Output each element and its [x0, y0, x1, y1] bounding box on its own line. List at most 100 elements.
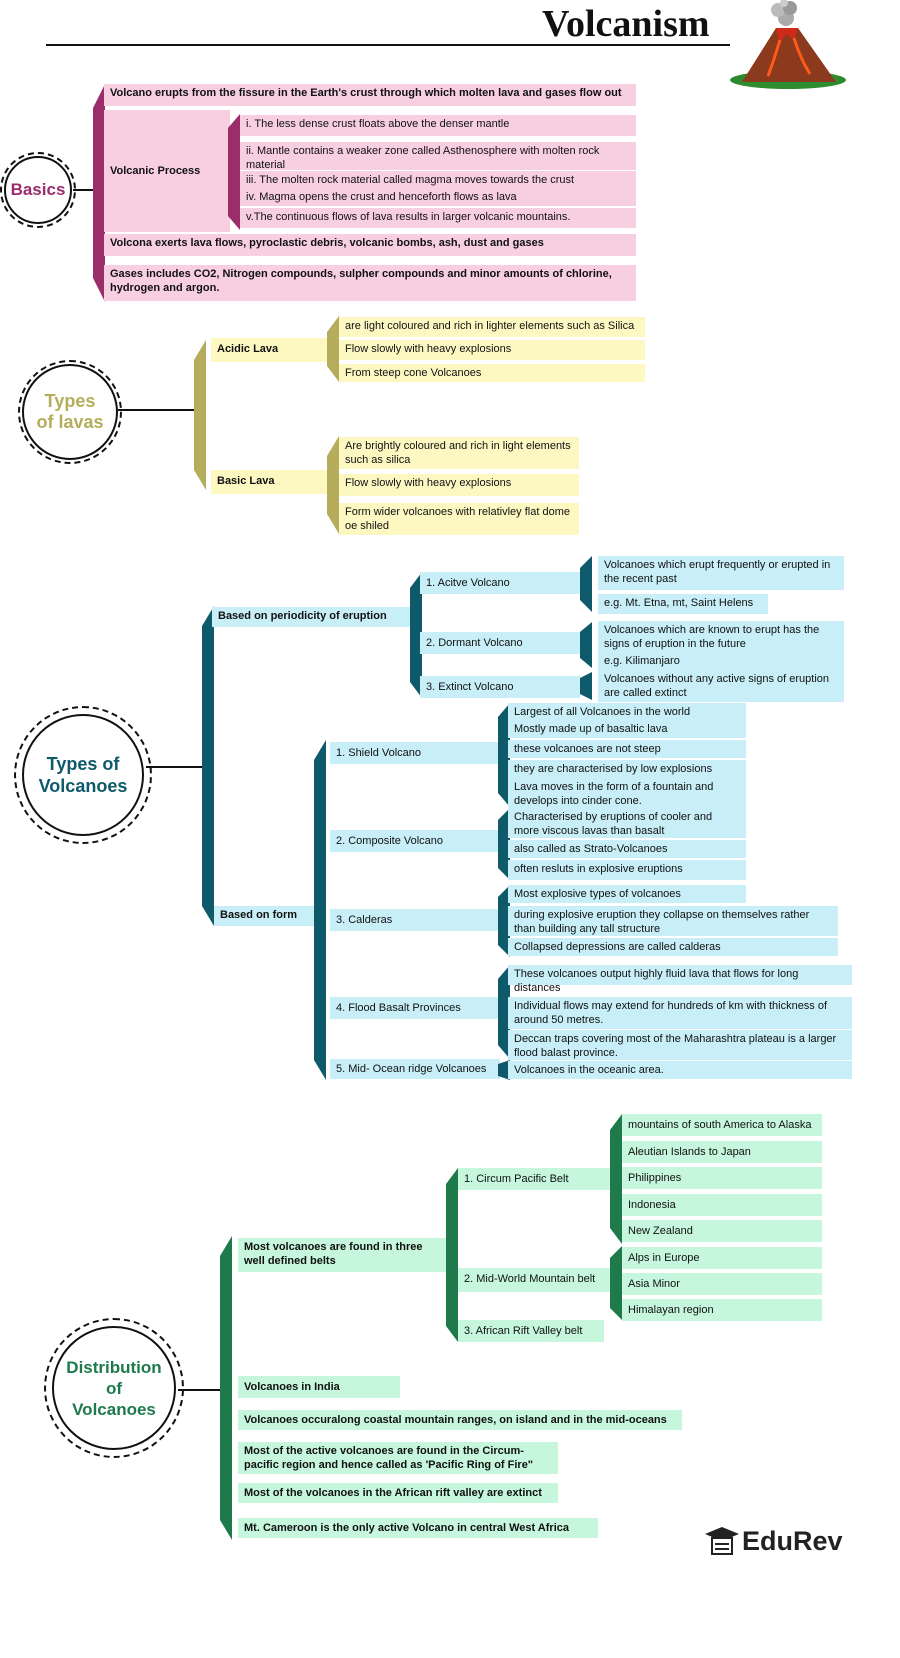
- basic-item-3: Form wider volcanoes with relativley fla…: [339, 503, 579, 535]
- distribution-node: Distribution of Volcanoes: [52, 1326, 176, 1450]
- composite-volcano-label: 2. Composite Volcano: [330, 830, 500, 852]
- types-bracket: [202, 606, 214, 926]
- fact-african-rift: Most of the volcanoes in the African rif…: [238, 1483, 558, 1503]
- shield-item-2: Mostly made up of basaltic lava: [508, 720, 746, 738]
- composite-bracket: [498, 808, 510, 880]
- title-underline: [46, 44, 730, 46]
- acidic-lava-label: Acidic Lava: [211, 338, 329, 362]
- circum-item-3: Philippines: [622, 1167, 822, 1189]
- acidic-item-1: are light coloured and rich in lighter e…: [339, 317, 645, 337]
- periodicity-bracket: [410, 572, 422, 698]
- basic-item-1: Are brightly coloured and rich in light …: [339, 437, 579, 469]
- form-label: Based on form: [214, 906, 316, 926]
- basics-exerts: Volcona exerts lava flows, pyroclastic d…: [104, 234, 636, 256]
- basics-intro: Volcano erupts from the fissure in the E…: [104, 84, 636, 106]
- fact-india: Volcanoes in India: [238, 1376, 400, 1398]
- dormant-bracket: [580, 622, 592, 668]
- flood-bracket: [498, 965, 510, 1059]
- midworld-label: 2. Mid-World Mountain belt: [458, 1268, 610, 1292]
- extinct-volcano-label: 3. Extinct Volcano: [420, 676, 580, 698]
- lavas-ring: [18, 360, 122, 464]
- midworld-item-2: Asia Minor: [622, 1273, 822, 1295]
- calderas-item-2: during explosive eruption they collapse …: [508, 906, 838, 936]
- basic-item-2: Flow slowly with heavy explosions: [339, 474, 579, 496]
- process-step-4: iv. Magma opens the crust and henceforth…: [240, 188, 636, 206]
- belts-bracket: [446, 1168, 458, 1342]
- basics-label: Basics: [10, 180, 66, 199]
- acidic-item-3: From steep cone Volcanoes: [339, 364, 645, 382]
- lavas-connector: [118, 409, 196, 411]
- process-step-2: ii. Mantle contains a weaker zone called…: [240, 142, 636, 171]
- extinct-bracket: [580, 672, 592, 700]
- dormant-item-2: e.g. Kilimanjaro: [598, 652, 844, 670]
- types-node: Types of Volcanoes: [22, 714, 144, 836]
- circum-bracket: [610, 1114, 622, 1244]
- page-title: Volcanism: [542, 3, 710, 45]
- types-label: Types of Volcanoes: [38, 754, 128, 796]
- types-connector: [146, 766, 204, 768]
- extinct-item-1: Volcanoes without any active signs of er…: [598, 670, 844, 702]
- circum-item-5: New Zealand: [622, 1220, 822, 1242]
- volcano-icon: [730, 0, 846, 89]
- process-bracket: [228, 114, 240, 230]
- calderas-item-1: Most explosive types of volcanoes: [508, 885, 746, 903]
- midocean-item-1: Volcanoes in the oceanic area.: [508, 1061, 852, 1079]
- acidic-bracket: [327, 316, 339, 382]
- shield-item-4: they are characterised by low explosions: [508, 760, 746, 778]
- process-step-5: v.The continuous flows of lava results i…: [240, 208, 636, 228]
- belts-label: Most volcanoes are found in three well d…: [238, 1238, 446, 1272]
- composite-item-2: also called as Strato-Volcanoes: [508, 840, 746, 858]
- basic-lava-label: Basic Lava: [211, 470, 329, 494]
- midworld-item-3: Himalayan region: [622, 1299, 822, 1321]
- distribution-bracket: [220, 1236, 232, 1540]
- flood-item-3: Deccan traps covering most of the Mahara…: [508, 1030, 852, 1060]
- shield-item-3: these volcanoes are not steep: [508, 740, 746, 758]
- process-step-3: iii. The molten rock material called mag…: [240, 171, 636, 189]
- flood-item-2: Individual flows may extend for hundreds…: [508, 997, 852, 1029]
- dormant-volcano-label: 2. Dormant Volcano: [420, 632, 580, 654]
- circum-item-4: Indonesia: [622, 1194, 822, 1216]
- basics-bracket: [93, 84, 105, 302]
- basics-process-label: Volcanic Process: [104, 110, 230, 232]
- periodicity-label: Based on periodicity of eruption: [212, 607, 412, 627]
- circum-item-2: Aleutian Islands to Japan: [622, 1141, 822, 1163]
- midworld-item-1: Alps in Europe: [622, 1247, 822, 1269]
- flood-basalt-label: 4. Flood Basalt Provinces: [330, 997, 500, 1019]
- composite-item-1: Characterised by eruptions of cooler and…: [508, 808, 746, 838]
- distribution-label: Distribution of Volcanoes: [66, 1357, 162, 1419]
- process-step-1: i. The less dense crust floats above the…: [240, 115, 636, 136]
- flood-item-1: These volcanoes output highly fluid lava…: [508, 965, 852, 994]
- lavas-node: Types of lavas: [22, 364, 118, 460]
- acidic-item-2: Flow slowly with heavy explosions: [339, 340, 645, 360]
- graduation-cap-icon: [705, 1527, 739, 1555]
- basics-connector: [73, 189, 95, 191]
- composite-item-3: often resluts in explosive eruptions: [508, 860, 746, 880]
- midocean-bracket: [498, 1060, 510, 1080]
- midworld-bracket: [610, 1246, 622, 1320]
- calderas-label: 3. Calderas: [330, 909, 500, 931]
- active-item-1: Volcanoes which erupt frequently or erup…: [598, 556, 844, 590]
- calderas-item-3: Collapsed depressions are called caldera…: [508, 938, 838, 956]
- form-bracket: [314, 740, 326, 1080]
- shield-item-1: Largest of all Volcanoes in the world: [508, 703, 746, 720]
- shield-bracket: [498, 703, 510, 807]
- fact-coastal: Volcanoes occuralong coastal mountain ra…: [238, 1410, 682, 1430]
- calderas-bracket: [498, 885, 510, 957]
- shield-item-5: Lava moves in the form of a fountain and…: [508, 778, 746, 808]
- basic-bracket: [327, 436, 339, 534]
- african-rift-label: 3. African Rift Valley belt: [458, 1320, 604, 1342]
- circum-pacific-label: 1. Circum Pacific Belt: [458, 1168, 610, 1190]
- active-bracket: [580, 556, 592, 612]
- brand-logo-text: EduRev: [742, 1526, 843, 1556]
- basics-gases: Gases includes CO2, Nitrogen compounds, …: [104, 265, 636, 301]
- lavas-label: Types of lavas: [36, 391, 104, 432]
- types-ring: [14, 706, 152, 844]
- distribution-ring: [44, 1318, 184, 1458]
- active-item-2: e.g. Mt. Etna, mt, Saint Helens: [598, 594, 768, 614]
- shield-volcano-label: 1. Shield Volcano: [330, 742, 500, 764]
- distribution-connector: [178, 1389, 222, 1391]
- circum-item-1: mountains of south America to Alaska: [622, 1114, 822, 1136]
- dormant-item-1: Volcanoes which are known to erupt has t…: [598, 621, 844, 653]
- fact-ring-of-fire: Most of the active volcanoes are found i…: [238, 1442, 558, 1474]
- active-volcano-label: 1. Acitve Volcano: [420, 572, 580, 594]
